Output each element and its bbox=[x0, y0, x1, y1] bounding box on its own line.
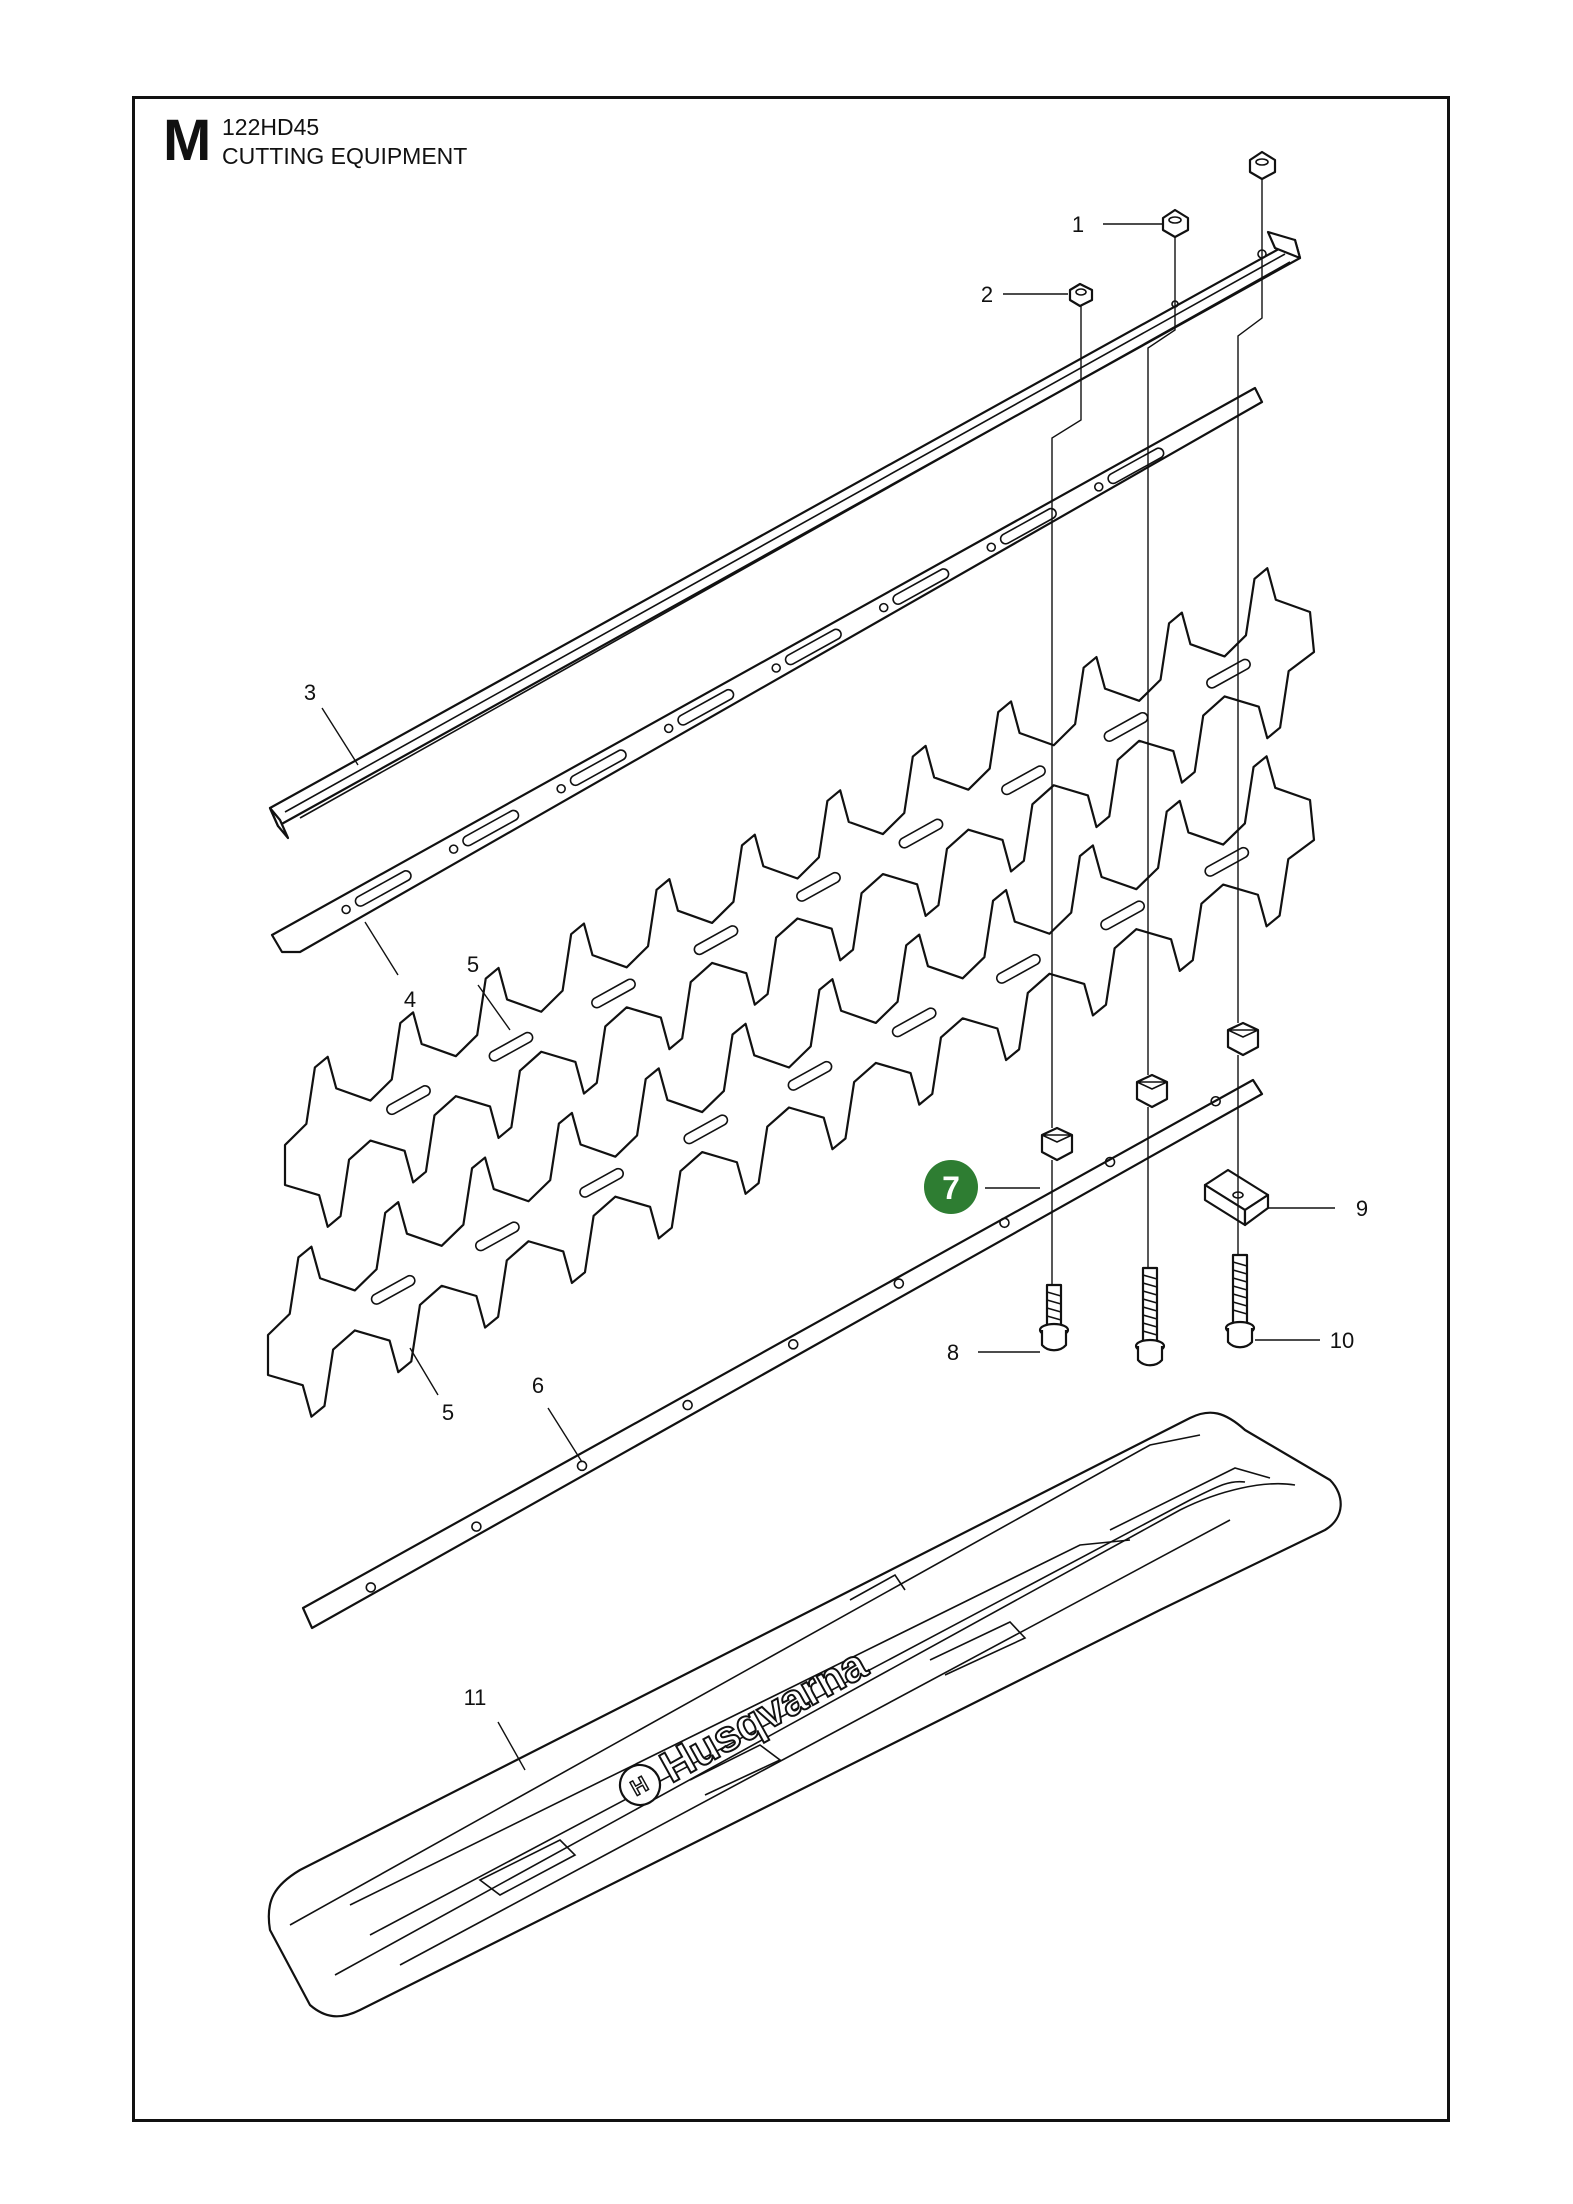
part-bolt-10 bbox=[1224, 1253, 1256, 1349]
callout-9: 9 bbox=[1356, 1196, 1368, 1221]
callout-7: 7 bbox=[942, 1170, 960, 1206]
callout-8: 8 bbox=[947, 1340, 959, 1365]
section-title: CUTTING EQUIPMENT bbox=[222, 143, 468, 169]
part-flange-nut-top bbox=[1248, 150, 1277, 181]
callout-10: 10 bbox=[1330, 1328, 1354, 1353]
part-bottom-strip bbox=[301, 1078, 1264, 1630]
callout-6: 6 bbox=[532, 1373, 544, 1398]
part-nut-2 bbox=[1068, 282, 1094, 308]
callout-11: 11 bbox=[464, 1685, 487, 1710]
callout-2: 2 bbox=[981, 282, 993, 307]
callout-4: 4 bbox=[404, 987, 416, 1012]
section-letter: M bbox=[163, 108, 212, 173]
diagram-frame bbox=[132, 96, 1450, 2122]
callout-5-lower: 5 bbox=[442, 1400, 454, 1425]
callout-5-upper: 5 bbox=[467, 952, 479, 977]
part-spacer-right bbox=[1226, 1021, 1260, 1057]
callout-labels: 1 2 3 4 5 5 6 7 8 9 10 11 bbox=[304, 212, 1368, 1710]
callout-3: 3 bbox=[304, 680, 316, 705]
part-guide-plate bbox=[270, 386, 1264, 954]
part-spacer-7 bbox=[1040, 1126, 1074, 1162]
callout-7-highlighted: 7 bbox=[924, 1160, 978, 1214]
part-clip-9 bbox=[1203, 1168, 1270, 1227]
callout-1: 1 bbox=[1072, 212, 1084, 237]
part-blade-lower bbox=[266, 755, 1316, 1418]
part-spacer-center bbox=[1135, 1073, 1169, 1109]
callout-leaders bbox=[321, 223, 1335, 1771]
part-blade-upper bbox=[283, 567, 1316, 1228]
part-bolt-8 bbox=[1038, 1283, 1070, 1352]
part-guide-rail bbox=[268, 230, 1302, 840]
part-blade-guard: H Husqvarna bbox=[267, 1411, 1342, 2018]
part-bolt-long-center bbox=[1134, 1266, 1166, 1367]
part-flange-nut-1 bbox=[1161, 208, 1190, 239]
model-code: 122HD45 bbox=[222, 114, 320, 140]
assembly-lines bbox=[1051, 179, 1263, 1285]
